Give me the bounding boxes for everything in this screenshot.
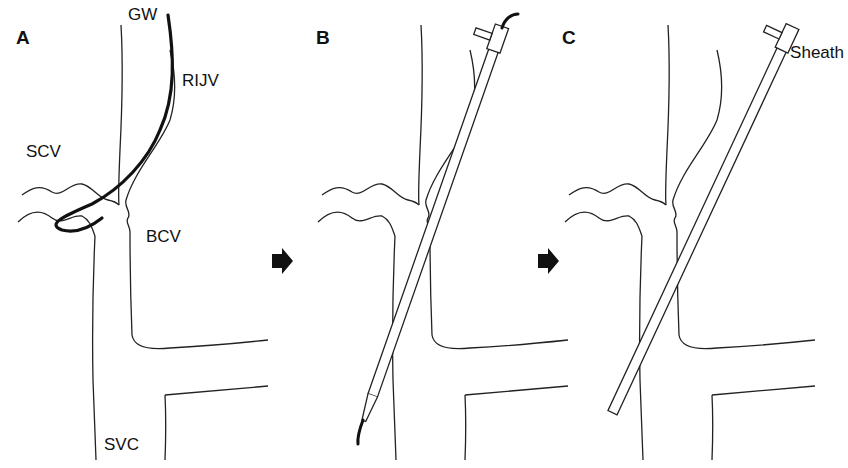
part-name: GW [128,6,157,25]
vein-outline [18,25,268,460]
panel-letter: C [562,28,576,49]
sheath-dilator [341,18,508,423]
panel-letter: B [316,28,330,49]
step-arrow [538,248,559,274]
step-arrow [272,248,293,274]
part-name: SVC [104,436,139,455]
part-name: Sheath [790,44,844,63]
part-name: RIJV [182,72,219,91]
guidewire [502,14,518,28]
vein-outline [565,25,815,460]
part-name: BCV [146,228,181,247]
vein-outline [318,25,568,460]
guidewire [56,15,172,231]
panel-letter: A [16,28,30,49]
sheath [591,16,799,415]
guidewire [358,420,363,444]
part-name: SCV [26,143,61,162]
